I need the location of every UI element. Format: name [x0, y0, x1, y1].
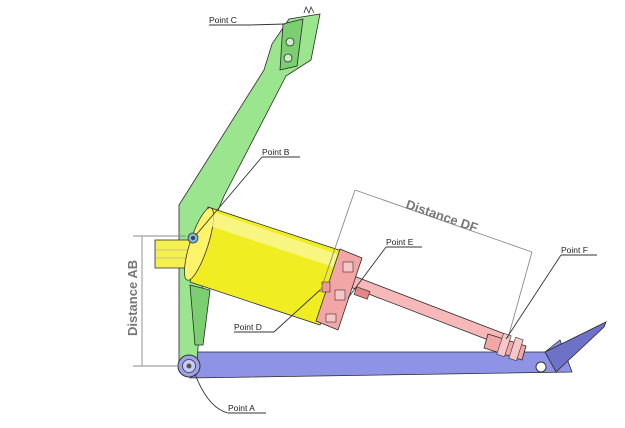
pivot-a: [177, 354, 201, 378]
point-c-callout: Point C: [209, 15, 286, 26]
point-f-callout: Point F: [505, 245, 597, 340]
distance-df-label: Distance DF: [404, 197, 480, 236]
hydraulic-cylinder: [154, 206, 363, 331]
point-f-label: Point F: [561, 245, 588, 255]
point-c-label: Point C: [209, 15, 237, 25]
point-a-callout: Point A: [194, 373, 266, 414]
point-e-label: Point E: [386, 237, 414, 247]
pivot-b: [187, 232, 199, 244]
point-d-label: Point D: [234, 322, 262, 332]
point-e-callout: Point E: [347, 237, 422, 299]
point-a-label: Point A: [228, 403, 255, 413]
lever-arm: [178, 5, 321, 362]
piston-rod: [339, 272, 511, 347]
distance-ab-label: Distance AB: [125, 260, 140, 336]
point-b-label: Point B: [262, 147, 290, 157]
point-b-callout: Point B: [195, 147, 300, 236]
point-d-callout: Point D: [234, 289, 321, 333]
rod-clevis: [483, 332, 527, 362]
dimension-ab: Distance AB: [125, 235, 186, 367]
base-bar: [189, 321, 607, 379]
